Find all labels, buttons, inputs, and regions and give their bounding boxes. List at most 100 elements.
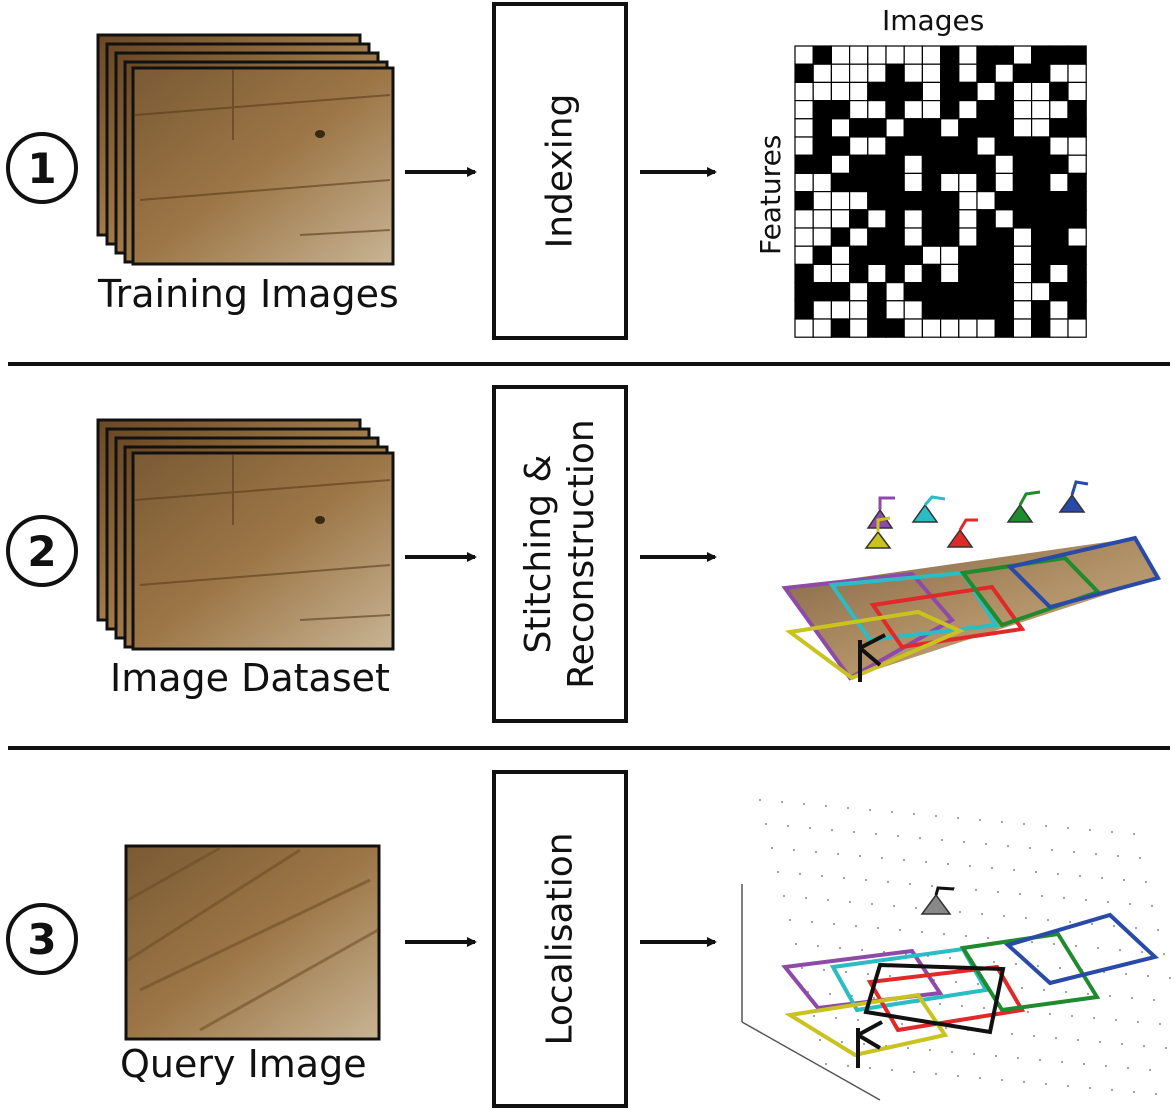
- matrix-cell: [867, 227, 887, 247]
- localisation-plot: [741, 798, 1172, 1101]
- grid-dot: [852, 830, 856, 834]
- matrix-cell: [830, 45, 851, 65]
- matrix-cell: [830, 81, 851, 102]
- matrix-cell: [885, 318, 905, 338]
- matrix-cell: [1067, 191, 1087, 211]
- grid-dot: [830, 828, 834, 832]
- grid-dot: [788, 918, 792, 922]
- matrix-cell: [867, 45, 887, 65]
- training-images-stack: [96, 33, 395, 266]
- matrix-cell: [903, 99, 924, 120]
- matrix-cell: [903, 282, 924, 302]
- grid-dot: [1144, 880, 1148, 884]
- matrix-cell: [830, 63, 851, 83]
- grid-dot: [914, 906, 918, 910]
- matrix-cell: [1067, 227, 1087, 247]
- matrix-cell: [1067, 154, 1087, 174]
- grid-dot: [804, 896, 808, 900]
- matrix-cell: [867, 282, 887, 302]
- matrix-cell: [1030, 99, 1051, 120]
- matrix-cell: [903, 154, 924, 174]
- grid-dot: [1090, 922, 1094, 926]
- matrix-cell: [921, 245, 942, 265]
- grid-dot: [776, 870, 780, 874]
- matrix-cell: [939, 191, 960, 211]
- matrix-cell: [958, 191, 978, 211]
- matrix-cell: [994, 45, 1015, 65]
- grid-dot: [946, 862, 950, 866]
- matrix-cell: [994, 63, 1015, 83]
- grid-dot: [1162, 952, 1166, 956]
- grid-dot: [912, 1070, 916, 1074]
- grid-dot: [1044, 1082, 1048, 1086]
- grid-dot: [1126, 1066, 1130, 1070]
- grid-dot: [992, 960, 996, 964]
- matrix-cell: [976, 263, 996, 284]
- matrix-cell: [958, 99, 978, 120]
- matrix-cell: [867, 245, 887, 265]
- grid-dot: [938, 1002, 942, 1006]
- matrix-cell: [958, 300, 978, 320]
- row-divider-2: [8, 746, 1170, 750]
- camera-pyramids: [864, 480, 1089, 549]
- grid-dot: [1000, 820, 1004, 824]
- matrix-cell: [830, 154, 851, 174]
- matrix-cell: [994, 99, 1015, 120]
- matrix-cell: [812, 263, 833, 284]
- grid-dot: [1140, 950, 1144, 954]
- matrix-cell: [1049, 282, 1069, 302]
- matrix-cell: [812, 45, 833, 65]
- grid-dot: [984, 842, 988, 846]
- grid-dot: [1146, 974, 1150, 978]
- matrix-cell: [867, 136, 887, 156]
- grid-dot: [872, 996, 876, 1000]
- matrix-cell: [1067, 282, 1087, 302]
- row-divider-1: [8, 362, 1170, 366]
- grid-dot: [844, 970, 848, 974]
- matrix-cell: [903, 318, 924, 338]
- grid-dot: [1148, 1068, 1152, 1072]
- grid-dot: [1014, 962, 1018, 966]
- matrix-cell: [885, 118, 905, 138]
- step-2-number: 2: [27, 526, 57, 576]
- matrix-cell: [812, 63, 833, 83]
- grid-dot: [846, 806, 850, 810]
- grid-dot: [978, 1076, 982, 1080]
- matrix-cell: [812, 81, 833, 102]
- localisation-box: Localisation: [492, 770, 628, 1108]
- matrix-cell: [885, 136, 905, 156]
- grid-dot: [1130, 996, 1134, 1000]
- matrix-cell: [976, 318, 996, 338]
- grid-dot: [874, 832, 878, 836]
- step-1-number: 1: [27, 143, 57, 193]
- matrix-cell: [867, 81, 887, 102]
- grid-dot: [1010, 1032, 1014, 1036]
- matrix-cell: [903, 263, 924, 284]
- matrix-cell: [921, 45, 942, 65]
- matrix-cell: [848, 118, 869, 138]
- matrix-cell: [848, 45, 869, 65]
- matrix-cell: [958, 81, 978, 102]
- matrix-cell: [903, 45, 924, 65]
- matrix-cell: [830, 245, 851, 265]
- grid-dot: [1032, 1034, 1036, 1038]
- matrix-cell: [885, 154, 905, 174]
- matrix-cell: [812, 227, 833, 247]
- grid-dot: [856, 1018, 860, 1022]
- grid-dot: [1132, 1090, 1136, 1094]
- matrix-cell: [1012, 263, 1033, 284]
- matrix-cell: [885, 99, 905, 120]
- grid-dot: [1088, 1086, 1092, 1090]
- grid-dot: [920, 930, 924, 934]
- stitching-label-line2: Reconstruction: [561, 419, 602, 689]
- matrix-cell: [1067, 209, 1087, 229]
- matrix-cell: [939, 263, 960, 284]
- matrix-cell: [976, 99, 996, 120]
- matrix-cell: [830, 227, 851, 247]
- matrix-cell: [903, 136, 924, 156]
- matrix-cell: [994, 209, 1015, 229]
- matrix-cell: [867, 300, 887, 320]
- grid-dot: [1050, 848, 1054, 852]
- grid-dot: [1006, 844, 1010, 848]
- grid-dot: [930, 884, 934, 888]
